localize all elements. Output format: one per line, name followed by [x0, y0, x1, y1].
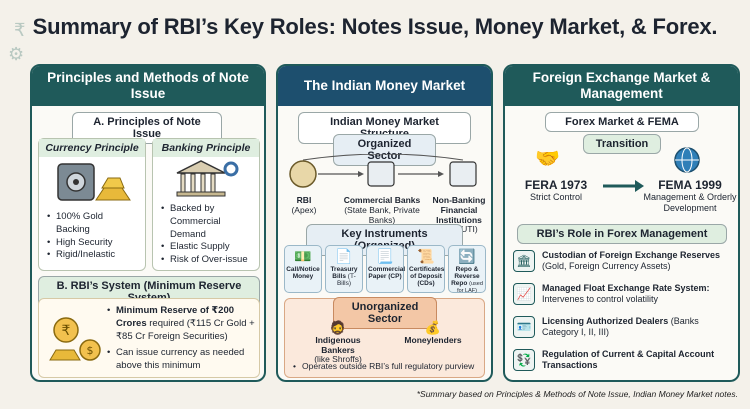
chart-icon: 📈 [513, 283, 535, 305]
reserve-rest: required (₹115 Cr Gold + ₹85 Cr Foreign … [116, 317, 255, 342]
purview-point: Operates outside RBI’s full regulatory p… [293, 361, 483, 373]
forex-header: Foreign Exchange Market & Management [505, 66, 738, 106]
role-licensing: 🪪 Licensing Authorized Dealers (Banks Ca… [513, 312, 735, 342]
rupee-coin-icon: ₹ [14, 20, 26, 40]
fera-label: FERA 1973 [524, 178, 588, 192]
role-bold: Custodian of Foreign Exchange Reserves [542, 250, 721, 261]
license-icon: 🪪 [513, 316, 535, 338]
role-rest: (Banks Category I, II, III) [542, 316, 699, 337]
forex-panel: Foreign Exchange Market & Management For… [503, 64, 740, 382]
banking-point: Risk of Over-issue [161, 254, 251, 267]
role-managed-float: 📈 Managed Float Exchange Rate System: In… [513, 279, 735, 309]
paper-icon: 📃 [376, 247, 394, 264]
rupee-gold-icon: ₹ $ [45, 311, 103, 367]
unorganized-subhead: Unorganized Sector [333, 297, 437, 329]
bank-node-sub: (State Bank, Private Banks) [344, 204, 420, 225]
commercial-bank-icon [367, 161, 395, 187]
fera-block: FERA 1973 Strict Control [513, 178, 599, 202]
bank-gear-icon [153, 157, 259, 201]
reserve-point: Minimum Reserve of ₹200 Crores required … [107, 305, 255, 343]
instrument-call-money: 💵 Call/Notice Money [284, 245, 322, 293]
instrument-note: (used for LAF) [457, 281, 483, 295]
organized-flow-diagram [289, 154, 477, 188]
currency-principle-title: Currency Principle [39, 139, 145, 157]
instrument-tbills: 📄 Treasury Bills (T-Bills) [325, 245, 363, 293]
role-bold: Managed Float Exchange Rate System: [542, 283, 710, 294]
currency-principle-card: Currency Principle 100% Gold Backing Hig… [38, 138, 146, 271]
organized-subhead: Organized Sector [333, 134, 436, 166]
banking-principle-card: Banking Principle Backed by Commercial D… [152, 138, 260, 271]
bankers-label: Indigenous Bankers [315, 334, 361, 355]
instrument-label: Commercial Paper (CP) [368, 266, 406, 281]
forex-fema-subhead: Forex Market & FEMA [545, 112, 699, 132]
instrument-cp: 📃 Commercial Paper (CP) [366, 245, 406, 293]
bank-building-icon: 🏛 [513, 250, 535, 272]
document-icon: 📄 [335, 247, 353, 264]
currency-point: 100% Gold Backing [47, 211, 137, 237]
banking-point: Elastic Supply [161, 241, 251, 254]
rbi-node-sub: (Apex) [291, 204, 317, 215]
rbi-node-label: RBI (Apex) [280, 195, 328, 216]
footnote: *Summary based on Principles & Methods o… [416, 389, 738, 399]
moneylenders: 💰 Moneylenders [395, 320, 471, 346]
role-bold: Regulation of Current & Capital Account … [542, 349, 715, 370]
instrument-label: Certificates of Deposit (CDs) [409, 266, 445, 288]
svg-text:₹: ₹ [62, 323, 71, 339]
globe-icon [673, 146, 701, 179]
svg-text:$: $ [87, 344, 94, 357]
instrument-note: (T-Bills) [336, 273, 356, 288]
indigenous-bankers: 🧔 Indigenous Bankers (like Shroffs) [303, 320, 373, 365]
moneylender-icon: 💰 [424, 320, 442, 335]
banking-principle-title: Banking Principle [153, 139, 259, 157]
money-market-panel: The Indian Money Market Indian Money Mar… [276, 64, 493, 382]
fema-block: FEMA 1999 Management & Orderly Developme… [641, 178, 738, 214]
note-issue-header: Principles and Methods of Note Issue [32, 66, 264, 106]
exchange-icon: 🔄 [458, 247, 476, 264]
issue-point: Can issue currency as needed above this … [107, 347, 255, 373]
money-market-header: The Indian Money Market [278, 66, 491, 106]
instrument-label: Call/Notice Money [286, 266, 320, 281]
lenders-label: Moneylenders [404, 334, 462, 345]
role-regulation: 💱 Regulation of Current & Capital Accoun… [513, 345, 735, 375]
instrument-repo: 🔄 Repo & Reverse Repo (used for LAF) [448, 245, 486, 295]
role-bold: Licensing Authorized Dealers [542, 316, 669, 327]
fema-sub: Management & Orderly Development [643, 192, 737, 213]
transition-subhead: Transition [583, 134, 661, 154]
rbi-forex-role-subhead: RBI’s Role in Forex Management [517, 224, 727, 244]
reserve-bold: Minimum Reserve of ₹200 Crores [116, 305, 235, 329]
instrument-label: Repo & Reverse Repo [451, 266, 480, 288]
currency-point: High Security [47, 237, 137, 250]
role-rest: Intervenes to control volatility [542, 294, 659, 304]
nbfi-icon [449, 161, 477, 187]
currency-exchange-icon: 💱 [513, 349, 535, 371]
nbfi-node-name: Non-Banking Financial Institutions [432, 195, 486, 225]
role-rest: (Gold, Foreign Currency Assets) [542, 261, 671, 271]
transition-arrow-icon [603, 180, 644, 192]
instrument-label: Treasury Bills [330, 266, 358, 281]
banker-person-icon: 🧔 [329, 320, 347, 335]
currency-point: Rigid/Inelastic [47, 249, 137, 262]
cash-icon: 💵 [294, 247, 312, 264]
note-issue-panel: Principles and Methods of Note Issue A. … [30, 64, 266, 382]
rbi-seal-icon [289, 160, 317, 188]
role-custodian: 🏛 Custodian of Foreign Exchange Reserves… [513, 246, 735, 276]
vault-gold-icon [39, 157, 145, 209]
reserve-card: ₹ $ Minimum Reserve of ₹200 Crores requi… [38, 298, 260, 378]
rbi-node-name: RBI [296, 195, 312, 205]
banking-point: Backed by Commercial Demand [161, 203, 251, 241]
gear-decor-icon: ⚙ [8, 44, 25, 64]
certificate-icon: 📜 [417, 247, 435, 264]
unorganized-card: Unorganized Sector 🧔 Indigenous Bankers … [284, 297, 485, 378]
fera-sub: Strict Control [529, 192, 582, 202]
bank-node-name: Commercial Banks [343, 195, 421, 205]
page-title: Summary of RBI’s Key Roles: Notes Issue,… [32, 14, 718, 39]
handshake-icon: 🤝 [535, 148, 560, 170]
fema-label: FEMA 1999 [658, 178, 722, 192]
instrument-cd: 📜 Certificates of Deposit (CDs) [407, 245, 445, 293]
bankers-sub: (like Shroffs) [314, 354, 362, 365]
bank-node-label: Commercial Banks (State Bank, Private Ba… [340, 195, 424, 225]
